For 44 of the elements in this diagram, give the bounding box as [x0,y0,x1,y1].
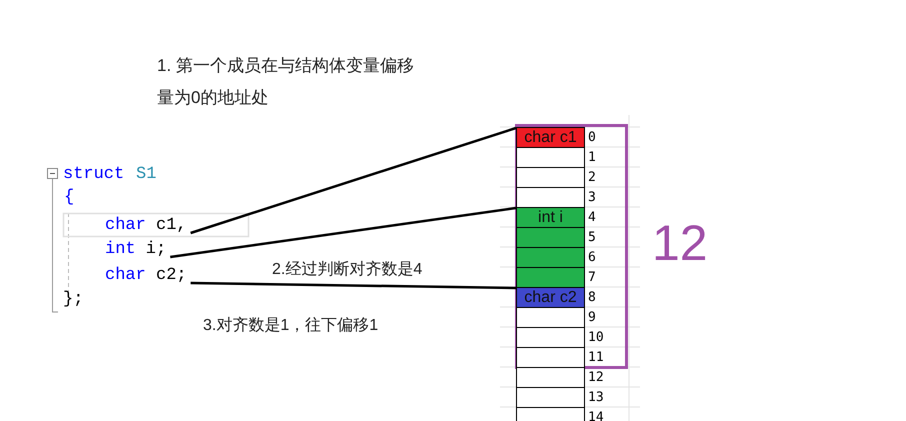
offset-number: 4 [588,210,596,226]
memory-cell [516,347,585,368]
highlight-frame [515,124,628,369]
offset-number: 0 [588,130,596,146]
offset-number: 7 [588,270,596,286]
code-text: struct [63,165,124,185]
memory-cell [516,167,585,188]
offset-number: 6 [588,250,596,266]
memory-cell [516,267,585,288]
offset-number: 3 [588,190,596,206]
offset-number: 13 [588,390,604,406]
code-text: S1 [136,165,156,185]
size-number: 12 [652,215,708,271]
memory-cell [516,147,585,168]
connector-line [170,206,516,258]
code-line: char c2; [105,266,187,286]
memory-cell: char c1 [516,127,585,148]
offset-number: 10 [588,330,604,346]
connector-line [190,282,516,290]
memory-cell [516,187,585,208]
offset-number: 11 [588,350,604,366]
offset-number: 9 [588,310,596,326]
memory-cell [516,327,585,348]
memory-cell [516,367,585,388]
memory-cell [516,387,585,408]
note-text: 2.经过判断对齐数是4 [272,260,422,280]
offset-number: 12 [588,370,604,386]
memory-cell: char c2 [516,287,585,308]
memory-cell [516,247,585,268]
code-line: int i; [105,240,166,260]
offset-number: 1 [588,150,596,166]
offset-number: 2 [588,170,596,186]
memory-cell: int i [516,207,585,228]
note-text: 1. 第一个成员在与结构体变量偏移量为0的地址处 [157,55,415,109]
code-text: { [64,188,74,208]
note-text: 3.对齐数是1，往下偏移1 [203,316,378,336]
offset-number: 14 [588,410,604,421]
memory-cell [516,227,585,248]
code-text: }; [63,290,84,310]
offset-number: 8 [588,290,596,306]
connector-line [190,126,516,234]
memory-cell [516,307,585,328]
offset-number: 5 [588,230,596,246]
code-line: char c1, [105,216,187,236]
